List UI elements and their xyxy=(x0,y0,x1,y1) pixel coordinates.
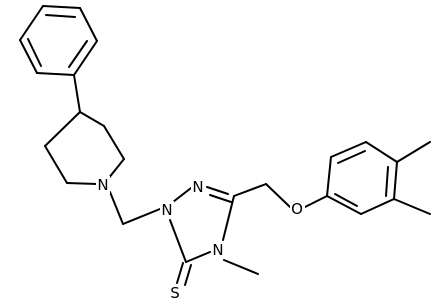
bond xyxy=(169,219,187,263)
bond xyxy=(42,5,81,9)
atom-n4: N xyxy=(211,241,225,259)
bond xyxy=(223,259,259,275)
bond xyxy=(122,208,161,225)
phenyl-ring xyxy=(19,5,98,76)
atom-label: N xyxy=(97,176,108,194)
bond xyxy=(334,193,358,207)
bond xyxy=(330,141,367,158)
bond xyxy=(222,195,235,241)
bond xyxy=(326,195,362,215)
bond xyxy=(326,156,332,197)
bond xyxy=(393,198,431,215)
bond xyxy=(360,198,395,215)
bond xyxy=(19,39,38,74)
bond xyxy=(209,194,232,203)
atom-n1: N xyxy=(160,201,174,219)
atom-label: O xyxy=(291,200,303,218)
atom-n-piperidine: N xyxy=(96,176,110,194)
bond xyxy=(337,150,366,164)
bond xyxy=(66,182,98,185)
bond xyxy=(79,7,98,42)
atom-oxygen: O xyxy=(290,200,305,218)
bond xyxy=(68,40,88,68)
bond xyxy=(233,183,267,197)
bond xyxy=(176,262,184,284)
atom-label: N xyxy=(192,178,203,196)
bond xyxy=(393,161,398,200)
triazole-ring xyxy=(169,186,235,263)
bond xyxy=(385,166,389,197)
piperidine-ring xyxy=(44,111,125,185)
bond xyxy=(44,145,68,184)
bond xyxy=(73,40,98,76)
bond xyxy=(44,111,81,147)
bond xyxy=(36,72,75,76)
atom-sulfur: S xyxy=(169,284,182,302)
bond xyxy=(27,38,42,67)
dimethylphenyl-ring xyxy=(326,141,398,215)
bond xyxy=(45,14,76,18)
atom-label: S xyxy=(170,284,180,302)
atom-label: N xyxy=(161,201,172,219)
atom-n2: N xyxy=(191,178,205,196)
bond xyxy=(265,183,291,208)
bond xyxy=(365,141,398,163)
bond xyxy=(109,191,124,225)
bond xyxy=(396,141,431,163)
bond xyxy=(185,251,211,263)
bond xyxy=(107,158,125,180)
bond xyxy=(304,195,328,208)
bond xyxy=(19,5,44,41)
bond xyxy=(79,111,105,127)
bond xyxy=(73,74,81,113)
bond xyxy=(206,186,229,195)
bond xyxy=(103,125,125,160)
bond xyxy=(172,187,192,203)
bond xyxy=(184,264,192,286)
atom-label: N xyxy=(212,241,223,259)
